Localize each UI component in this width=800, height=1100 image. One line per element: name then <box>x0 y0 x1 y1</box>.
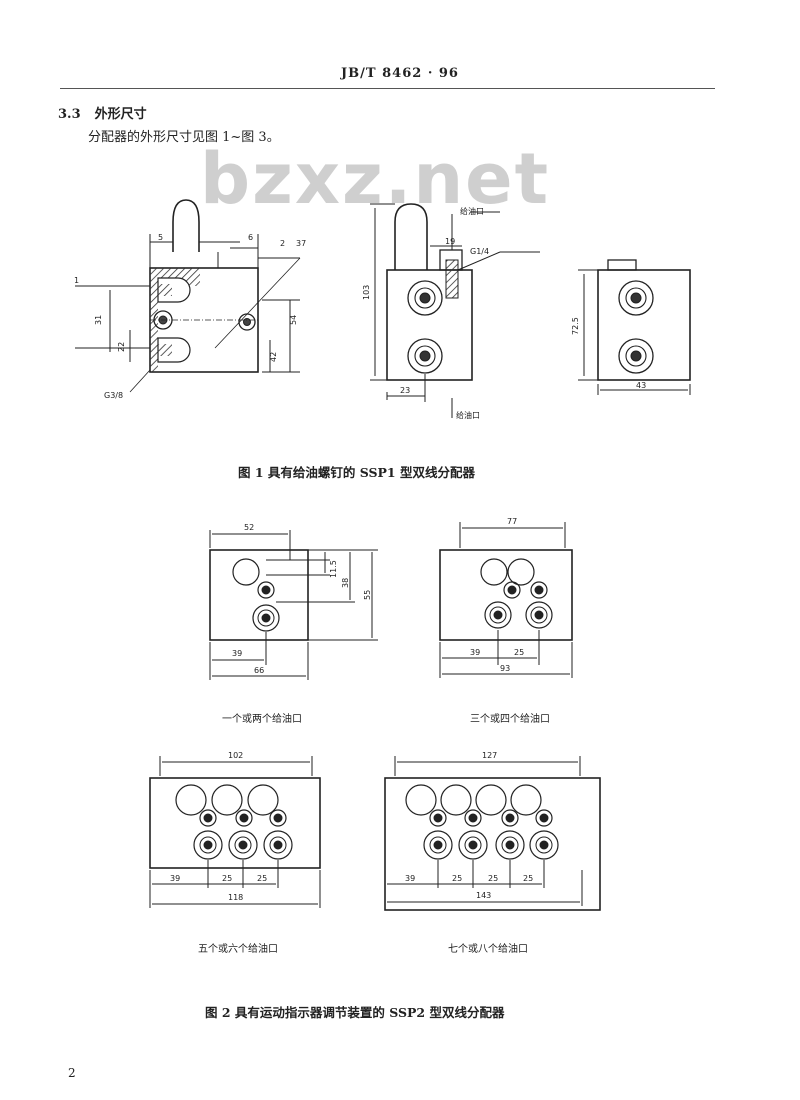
dim-25-d2: 25 <box>488 874 498 883</box>
fig2-view-3 <box>149 756 321 908</box>
dim-6: 6 <box>248 233 253 242</box>
dim-143: 143 <box>476 891 491 900</box>
fig1-middle-view <box>370 203 540 418</box>
header-rule <box>60 88 715 89</box>
dim-42: 42 <box>269 352 278 362</box>
dim-25-d1: 25 <box>452 874 462 883</box>
label-oil-inlet: 给油口 <box>460 206 484 216</box>
dim-31: 31 <box>94 315 103 325</box>
dim-103: 103 <box>362 285 371 300</box>
fig1-left-view <box>75 199 301 393</box>
dim-118: 118 <box>228 893 243 902</box>
page-number: 2 <box>68 1066 76 1080</box>
label-g38: G3/8 <box>104 391 123 400</box>
dim-77: 77 <box>507 517 517 526</box>
label-oil-outlet: 给油口 <box>456 410 480 420</box>
fig1-dimension-labels: 5 6 2 37 1 31 22 54 42 G3/8 103 19 G1/4 … <box>74 206 646 420</box>
fig1-right-view <box>578 259 691 395</box>
fig2-view-1 <box>209 530 378 680</box>
dim-5: 5 <box>158 233 163 242</box>
dim-72-5: 72.5 <box>571 317 580 335</box>
fig2-view-1-label: 一个或两个给油口 <box>222 714 302 725</box>
dim-25-c2: 25 <box>257 874 267 883</box>
dim-52: 52 <box>244 523 254 532</box>
section-text: 分配器的外形尺寸见图 1~图 3。 <box>88 130 280 145</box>
section-number: 3.3 <box>58 107 81 122</box>
fig2-view-3-label: 五个或六个给油口 <box>198 944 278 955</box>
dim-66: 66 <box>254 666 264 675</box>
fig2-view-4-label: 七个或八个给油口 <box>448 944 528 955</box>
dim-25-c1: 25 <box>222 874 232 883</box>
dim-1: 1 <box>74 276 79 285</box>
dim-102: 102 <box>228 751 243 760</box>
dim-25-d3: 25 <box>523 874 533 883</box>
dim-19: 19 <box>445 237 455 246</box>
dim-22: 22 <box>117 342 126 352</box>
dim-93: 93 <box>500 664 510 673</box>
dim-55: 55 <box>363 590 372 600</box>
fig2-dimension-labels: 52 11.5 38 55 39 66 77 39 25 93 102 39 2… <box>170 517 533 902</box>
dim-39-d: 39 <box>405 874 415 883</box>
fig2-view-4 <box>384 756 601 911</box>
dim-37: 37 <box>296 239 306 248</box>
dim-39-b: 39 <box>470 648 480 657</box>
fig2-view-2 <box>439 522 573 678</box>
label-g14: G1/4 <box>470 247 489 256</box>
dim-23: 23 <box>400 386 410 395</box>
figure2-caption: 图 2 具有运动指示器调节装置的 SSP2 型双线分配器 <box>205 1005 505 1020</box>
fig2-view-2-label: 三个或四个给油口 <box>470 714 550 725</box>
dim-25-b: 25 <box>514 648 524 657</box>
section-title: 外形尺寸 <box>94 107 147 122</box>
figure1-caption: 图 1 具有给油螺钉的 SSP1 型双线分配器 <box>238 465 475 480</box>
dim-39-c: 39 <box>170 874 180 883</box>
section-heading: 3.3 外形尺寸 <box>58 103 147 122</box>
dim-127: 127 <box>482 751 497 760</box>
page-header-code: JB/T 8462 · 96 <box>341 66 459 81</box>
dim-11-5: 11.5 <box>329 560 338 578</box>
dim-43: 43 <box>636 381 646 390</box>
dim-2: 2 <box>280 239 285 248</box>
dim-38: 38 <box>341 578 350 588</box>
dim-39-a: 39 <box>232 649 242 658</box>
watermark-text: bzxz.net <box>200 138 551 220</box>
dim-54: 54 <box>289 315 298 325</box>
